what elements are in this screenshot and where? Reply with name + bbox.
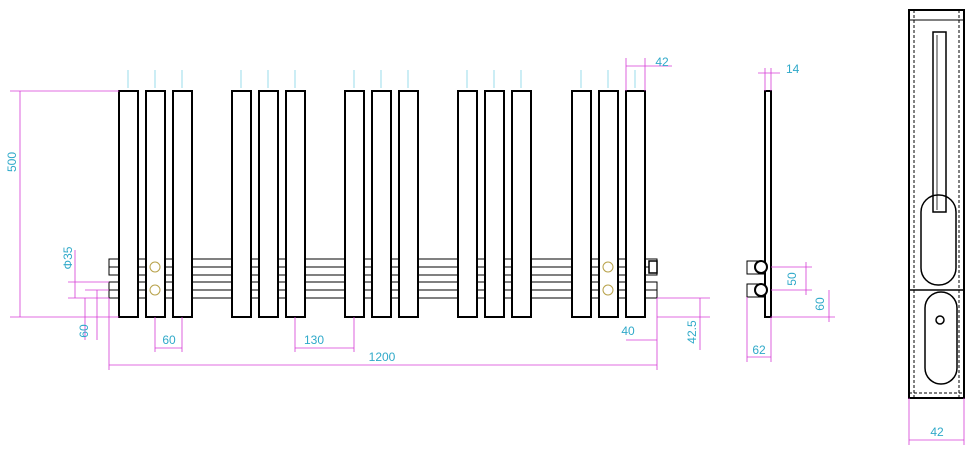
- column: [484, 90, 505, 318]
- column: [344, 90, 365, 318]
- side-dimension-labels: 14 50 60 62: [752, 62, 827, 357]
- section-width-label: 42: [930, 425, 944, 439]
- side-dimensions: [746, 68, 835, 362]
- radiator-columns: [118, 90, 646, 318]
- column: [457, 90, 478, 318]
- inner-tube: [932, 31, 947, 213]
- depth-label: 62: [752, 343, 766, 357]
- section-view: 42: [908, 9, 965, 445]
- bottom-pipe-label: 60: [813, 297, 827, 311]
- column: [371, 90, 392, 318]
- column: [571, 90, 592, 318]
- front-dimensions: [10, 58, 710, 370]
- bottom-offset-label: 42.5: [685, 320, 699, 344]
- total-width-label: 1200: [369, 350, 396, 364]
- section-outline: [908, 9, 965, 399]
- pipe-spacing-label: 50: [785, 272, 799, 286]
- bolt-icon: [935, 315, 945, 325]
- wall-bracket-marks: [149, 261, 614, 296]
- column: [258, 90, 279, 318]
- column-spacing-label: 60: [162, 333, 176, 347]
- column: [285, 90, 306, 318]
- column: [231, 90, 252, 318]
- connector-body: [920, 194, 957, 286]
- right-offset-label: 40: [621, 324, 635, 338]
- column: [172, 90, 193, 318]
- column: [145, 90, 166, 318]
- group-gap-label: 130: [304, 333, 324, 347]
- front-view: 500 Φ35 60 60 130 1200 40 42.5 42: [5, 55, 710, 370]
- column: [118, 90, 139, 318]
- column: [511, 90, 532, 318]
- column-center-lines: [127, 70, 636, 88]
- side-view: 14 50 60 62: [746, 62, 835, 362]
- pipe-diameter-label: Φ35: [61, 246, 75, 269]
- column: [398, 90, 419, 318]
- valve-icon: [648, 260, 658, 274]
- height-label: 500: [5, 152, 19, 172]
- column: [625, 90, 646, 318]
- column: [598, 90, 619, 318]
- thickness-label: 14: [786, 62, 800, 76]
- lower-connector: [924, 291, 958, 385]
- side-panel: [764, 90, 772, 318]
- column-width-label: 42: [655, 55, 669, 69]
- left-offset-label: 60: [77, 324, 91, 338]
- front-dimension-labels: 500 Φ35 60 60 130 1200 40 42.5 42: [5, 55, 699, 364]
